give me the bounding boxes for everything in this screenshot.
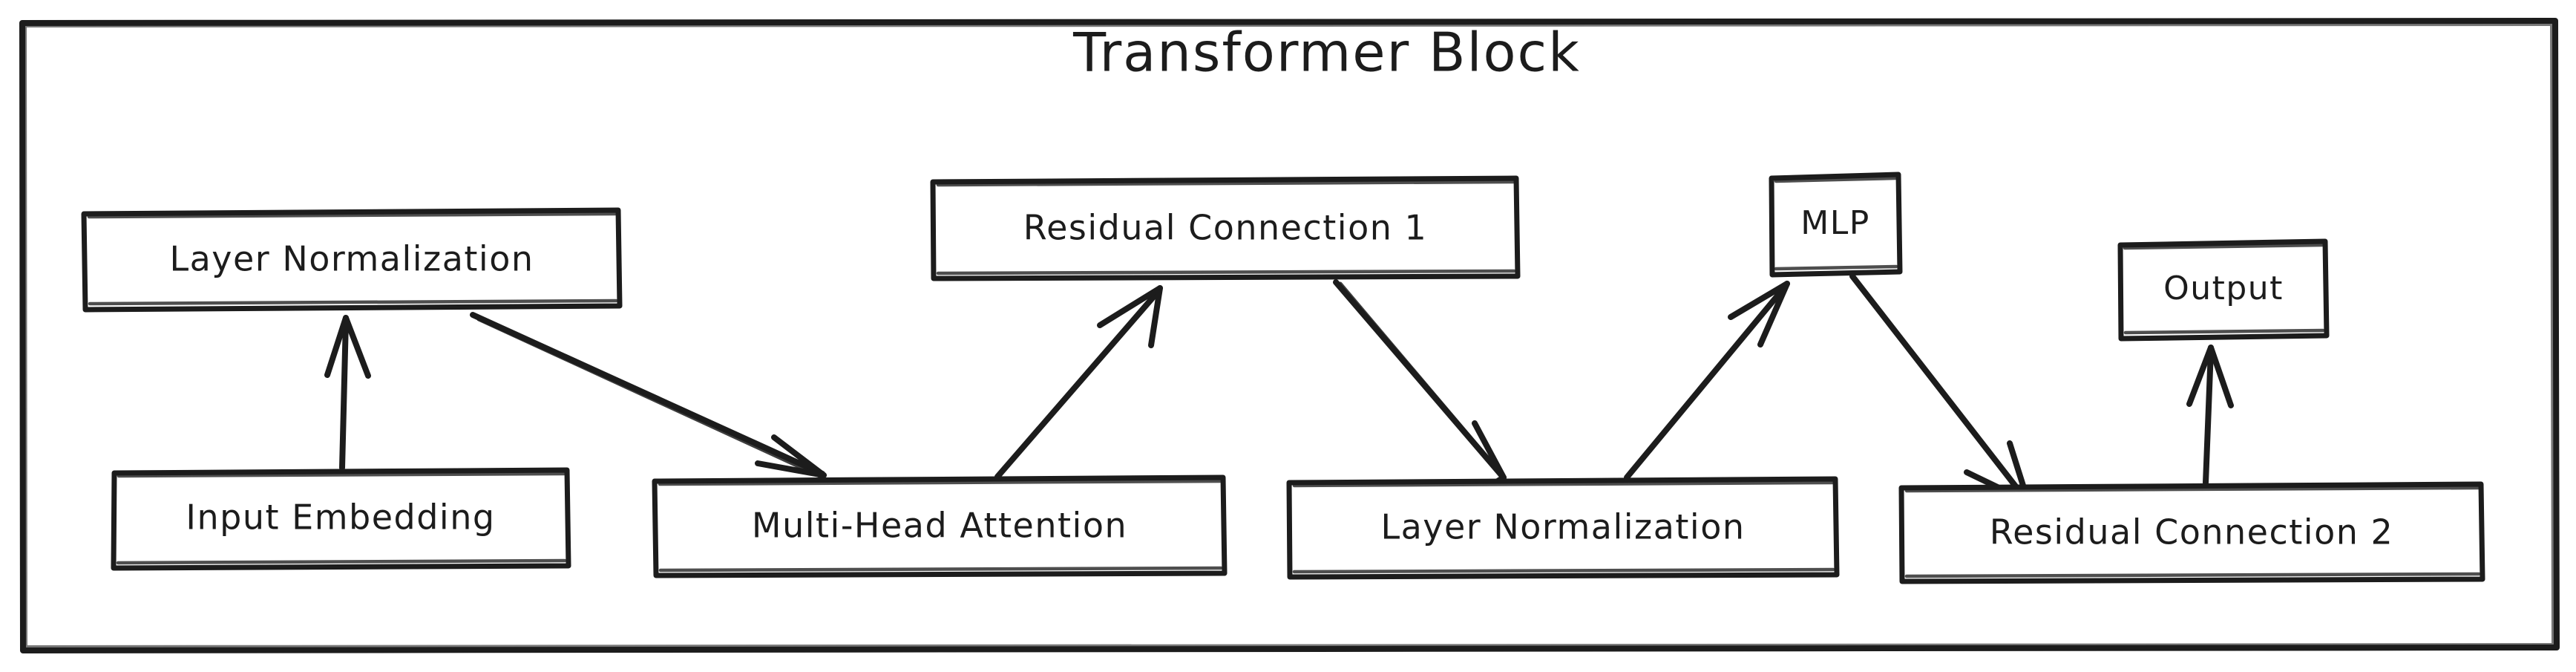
node-input-embedding[interactable]: Input Embedding [111,467,571,571]
node-residual-connection-2[interactable]: Residual Connection 2 [1898,481,2485,584]
node-label-mlp: MLP [1800,204,1870,242]
edge-mlp-to-rc2 [1849,273,2031,505]
node-label-layer-norm-2: Layer Normalization [1380,507,1745,547]
outer-frame [19,18,2560,653]
node-label-residual-connection-1: Residual Connection 1 [1023,208,1428,248]
node-label-multi-head-attention: Multi-Head Attention [752,506,1127,546]
node-layer-norm-2[interactable]: Layer Normalization [1286,476,1840,580]
edge-rc2-to-output [2186,345,2234,486]
node-label-input-embedding: Input Embedding [186,498,495,538]
node-mlp[interactable]: MLP [1769,172,1903,278]
page-title: Transformer Block [1072,22,1581,84]
edge-mha-to-rc1 [994,285,1163,480]
node-label-output: Output [2163,270,2284,307]
node-multi-head-attention[interactable]: Multi-Head Attention [652,474,1228,578]
node-layer-norm-1[interactable]: Layer Normalization [81,207,623,313]
edge-input-to-ln1 [324,315,371,471]
edge-rc1-to-ln2 [1333,279,1507,515]
edge-ln1-to-mha [470,312,827,478]
node-label-layer-norm-1: Layer Normalization [169,239,534,279]
node-label-residual-connection-2: Residual Connection 2 [1990,512,2394,552]
edge-ln2-to-mlp [1624,281,1790,480]
node-residual-connection-1[interactable]: Residual Connection 1 [930,175,1521,281]
node-output[interactable]: Output [2117,238,2330,342]
